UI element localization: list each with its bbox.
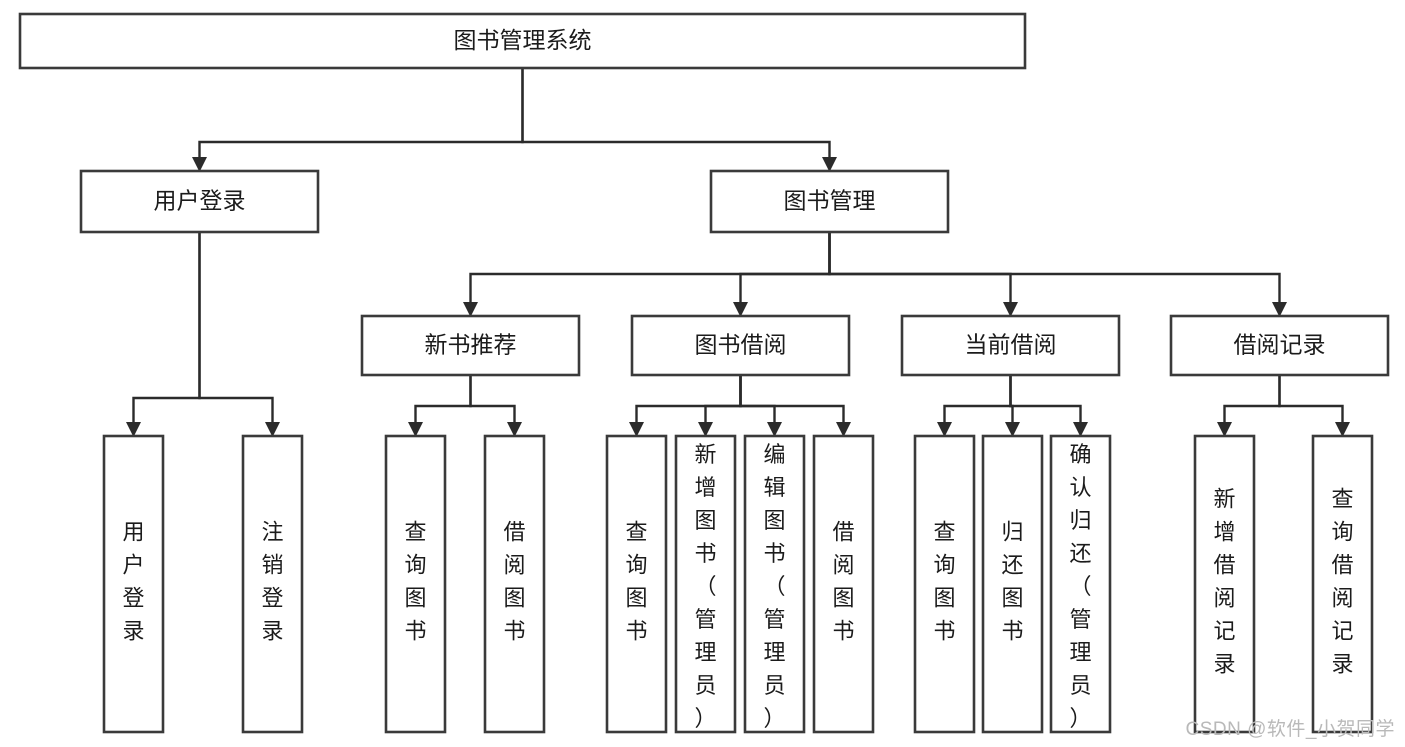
- node-box-leaf-query-rec[interactable]: [1311, 434, 1374, 734]
- node-book-borrow[interactable]: 图书借阅: [630, 314, 851, 377]
- node-label-current-borrow: 当前借阅: [965, 332, 1057, 358]
- arrow-head-icon: [1073, 422, 1088, 437]
- node-label-leaf-query-1: 查询图书: [404, 520, 426, 644]
- node-borrow-record[interactable]: 借阅记录: [1169, 314, 1390, 377]
- node-leaf-login[interactable]: 用户登录: [102, 434, 165, 734]
- connector-borrow-record-to-leaf-query-rec: [1278, 375, 1350, 437]
- node-box-leaf-confirm[interactable]: [1049, 434, 1112, 734]
- node-label-leaf-query-3: 查询图书: [933, 520, 955, 644]
- arrow-head-icon: [126, 422, 141, 437]
- connector-book-borrow-to-leaf-add-book: [698, 375, 742, 437]
- node-label-book-manage: 图书管理: [784, 188, 876, 214]
- arrow-head-icon: [767, 422, 782, 437]
- node-label-user-login: 用户登录: [154, 188, 246, 214]
- arrow-head-icon: [507, 422, 522, 437]
- node-box-leaf-login[interactable]: [102, 434, 165, 734]
- node-book-manage[interactable]: 图书管理: [709, 169, 950, 234]
- node-label-leaf-borrow-1: 借阅图书: [503, 520, 525, 644]
- connector-root-to-book-manage: [521, 68, 837, 172]
- node-label-borrow-record: 借阅记录: [1234, 332, 1326, 358]
- arrow-head-icon: [192, 157, 207, 172]
- arrow-head-icon: [822, 157, 837, 172]
- node-box-borrow-record[interactable]: [1169, 314, 1390, 377]
- node-leaf-query-2[interactable]: 查询图书: [605, 434, 668, 734]
- node-leaf-return[interactable]: 归还图书: [981, 434, 1044, 734]
- node-label-leaf-add-rec: 新增借阅记录: [1213, 487, 1235, 677]
- node-leaf-logout[interactable]: 注销登录: [241, 434, 304, 734]
- arrow-head-icon: [1005, 422, 1020, 437]
- node-box-leaf-borrow-1[interactable]: [483, 434, 546, 734]
- node-box-leaf-query-3[interactable]: [913, 434, 976, 734]
- node-label-leaf-logout: 注销登录: [261, 520, 283, 644]
- arrow-head-icon: [629, 422, 644, 437]
- node-box-leaf-edit-book[interactable]: [743, 434, 806, 734]
- connector-root-to-user-login: [192, 68, 524, 172]
- node-box-new-book-rec[interactable]: [360, 314, 581, 377]
- node-label-leaf-edit-book: 编辑图书（管理员）: [763, 442, 785, 731]
- node-leaf-query-3[interactable]: 查询图书: [913, 434, 976, 734]
- node-leaf-add-book[interactable]: 新增图书（管理员）: [674, 434, 737, 734]
- node-box-user-login[interactable]: [79, 169, 320, 234]
- node-leaf-query-1[interactable]: 查询图书: [384, 434, 447, 734]
- node-new-book-rec[interactable]: 新书推荐: [360, 314, 581, 377]
- node-leaf-add-rec[interactable]: 新增借阅记录: [1193, 434, 1256, 734]
- connector-book-manage-to-borrow-record: [828, 232, 1287, 317]
- node-leaf-borrow-2[interactable]: 借阅图书: [812, 434, 875, 734]
- node-box-leaf-return[interactable]: [981, 434, 1044, 734]
- arrow-head-icon: [408, 422, 423, 437]
- node-label-leaf-query-rec: 查询借阅记录: [1331, 487, 1353, 677]
- arrow-head-icon: [836, 422, 851, 437]
- arrow-head-icon: [733, 302, 748, 317]
- connector-book-manage-to-book-borrow: [733, 232, 831, 317]
- edge-layer: [126, 68, 1350, 437]
- arrow-head-icon: [698, 422, 713, 437]
- node-user-login[interactable]: 用户登录: [79, 169, 320, 234]
- node-leaf-confirm[interactable]: 确认归还（管理员）: [1049, 434, 1112, 734]
- node-leaf-borrow-1[interactable]: 借阅图书: [483, 434, 546, 734]
- node-label-root: 图书管理系统: [454, 27, 592, 53]
- node-current-borrow[interactable]: 当前借阅: [900, 314, 1121, 377]
- node-box-leaf-add-rec[interactable]: [1193, 434, 1256, 734]
- node-label-leaf-login: 用户登录: [122, 520, 144, 644]
- node-root[interactable]: 图书管理系统: [18, 12, 1027, 70]
- node-label-book-borrow: 图书借阅: [695, 332, 787, 358]
- node-box-book-manage[interactable]: [709, 169, 950, 234]
- arrow-head-icon: [1217, 422, 1232, 437]
- connector-current-borrow-to-leaf-confirm: [1009, 375, 1088, 437]
- node-box-leaf-query-2[interactable]: [605, 434, 668, 734]
- node-box-book-borrow[interactable]: [630, 314, 851, 377]
- node-box-root[interactable]: [18, 12, 1027, 70]
- node-box-leaf-borrow-2[interactable]: [812, 434, 875, 734]
- node-label-new-book-rec: 新书推荐: [425, 332, 517, 358]
- connector-user-login-to-leaf-login: [126, 232, 201, 437]
- node-box-leaf-logout[interactable]: [241, 434, 304, 734]
- watermark-label: CSDN @软件_小贺同学: [1185, 719, 1395, 740]
- arrow-head-icon: [1272, 302, 1287, 317]
- node-box-current-borrow[interactable]: [900, 314, 1121, 377]
- node-label-leaf-borrow-2: 借阅图书: [832, 520, 854, 644]
- node-layer: 图书管理系统用户登录图书管理新书推荐图书借阅当前借阅借阅记录用户登录注销登录查询…: [18, 12, 1390, 734]
- node-leaf-edit-book[interactable]: 编辑图书（管理员）: [743, 434, 806, 734]
- node-label-leaf-confirm: 确认归还（管理员）: [1069, 442, 1091, 731]
- connector-current-borrow-to-leaf-query-3: [937, 375, 1012, 437]
- node-label-leaf-return: 归还图书: [1001, 520, 1023, 644]
- arrow-head-icon: [937, 422, 952, 437]
- node-box-leaf-add-book[interactable]: [674, 434, 737, 734]
- arrow-head-icon: [265, 422, 280, 437]
- node-label-leaf-add-book: 新增图书（管理员）: [694, 442, 716, 731]
- arrow-head-icon: [1003, 302, 1018, 317]
- node-box-leaf-query-1[interactable]: [384, 434, 447, 734]
- connector-new-book-rec-to-leaf-query-1: [408, 375, 472, 437]
- connector-borrow-record-to-leaf-add-rec: [1217, 375, 1281, 437]
- node-label-leaf-query-2: 查询图书: [625, 520, 647, 644]
- node-leaf-query-rec[interactable]: 查询借阅记录: [1311, 434, 1374, 734]
- connector-user-login-to-leaf-logout: [198, 232, 280, 437]
- arrow-head-icon: [463, 302, 478, 317]
- arrow-head-icon: [1335, 422, 1350, 437]
- connector-book-borrow-to-leaf-borrow-2: [739, 375, 851, 437]
- connector-new-book-rec-to-leaf-borrow-1: [469, 375, 522, 437]
